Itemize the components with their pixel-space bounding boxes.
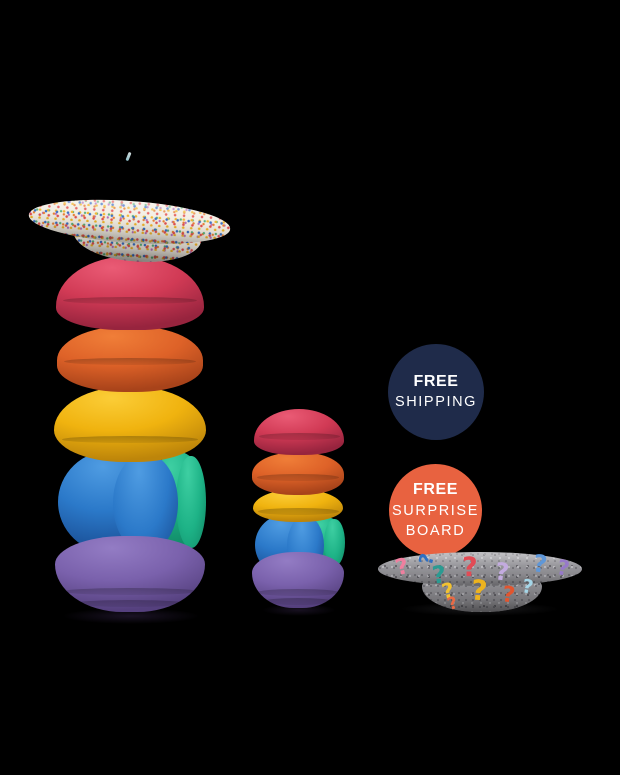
- question-mark-icon: ?: [554, 555, 572, 582]
- stone-groove: [256, 473, 340, 481]
- rim-shading: [378, 552, 582, 586]
- stone-groove: [263, 597, 333, 605]
- free-surprise-line1: FREE: [412, 481, 459, 499]
- stray-confetti-speck: [125, 151, 132, 162]
- stone-purple: [55, 536, 205, 612]
- stone-groove: [256, 588, 340, 596]
- question-mark-icon: ?: [530, 549, 550, 579]
- question-mark-icon: ?: [462, 552, 478, 583]
- confetti-balance-board: [26, 186, 235, 272]
- stone-groove: [62, 587, 198, 595]
- big-stack-shadow: [62, 608, 200, 624]
- question-mark-icon: ?: [444, 592, 461, 616]
- free-surprise-line3: BOARD: [405, 522, 466, 539]
- question-mark-icon: ?: [500, 582, 517, 609]
- question-mark-icon: ?: [493, 557, 511, 587]
- stone-orange: [57, 326, 203, 392]
- free-surprise-line2: SURPRISE: [392, 502, 479, 519]
- stone-red: [254, 409, 344, 455]
- stone-purple: [252, 552, 344, 608]
- stone-groove: [257, 508, 339, 516]
- stone-groove: [64, 357, 196, 365]
- stone-yellow: [54, 386, 206, 462]
- free-shipping-line2: SHIPPING: [394, 394, 478, 411]
- free-shipping-line1: FREE: [413, 372, 459, 390]
- stone-groove: [63, 297, 197, 305]
- question-marks-layer: ????????????: [378, 549, 582, 616]
- stone-groove: [73, 599, 187, 607]
- stone-orange: [252, 452, 344, 495]
- free-surprise-board-badge: FREE SURPRISE BOARD: [389, 464, 482, 557]
- free-shipping-badge: FREE SHIPPING: [388, 344, 484, 440]
- confetti-board-rim: [27, 193, 232, 250]
- stone-groove: [61, 436, 199, 444]
- question-mark-icon: ?: [469, 573, 489, 608]
- rim-shading: [27, 193, 232, 250]
- question-mark-icon: ?: [393, 553, 412, 582]
- surprise-balance-board: ????????????: [378, 549, 582, 616]
- surprise-board-rim: [378, 552, 582, 586]
- small-stack-shadow: [262, 604, 336, 616]
- stone-red: [56, 256, 204, 330]
- stone-groove: [258, 432, 340, 440]
- question-mark-icon: ?: [520, 575, 535, 599]
